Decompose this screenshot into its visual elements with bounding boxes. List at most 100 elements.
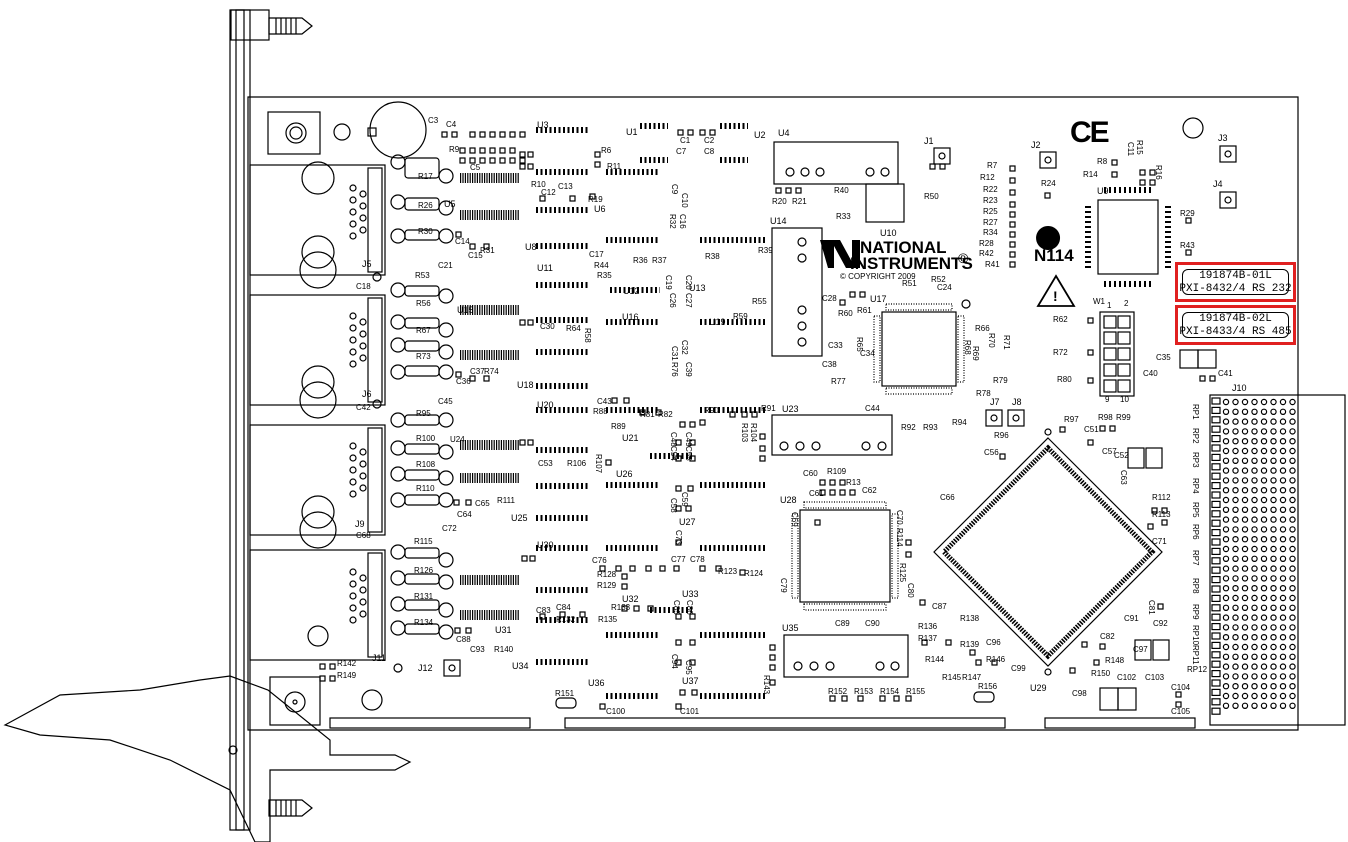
passive-pad [645,565,652,572]
label-rp1: RP1 [1191,404,1200,420]
j10-pin [1251,545,1258,553]
chip-u29 [933,428,1163,676]
passive-pad [829,489,836,496]
j10-pin [1260,692,1268,700]
label-u16: U16 [622,312,639,322]
passive-pad [519,157,526,164]
label-u18: U18 [517,380,534,390]
j10-pin [1232,614,1239,621]
label-c56: C56 [984,448,999,457]
passive-pad [621,573,628,580]
front-panel-inner [235,9,245,831]
passive-pad [621,583,628,590]
rp-pad [1211,585,1221,593]
label-r7: R7 [987,161,998,170]
j10-pin [1222,614,1230,621]
logo-registered: ® [958,250,969,266]
j10-pin [1260,545,1268,553]
passive-pad [675,613,682,620]
label-c41: C41 [1218,369,1233,378]
j10-pin [1260,624,1268,631]
label-c20: C20 [684,275,693,290]
rp-pad [1211,679,1221,687]
passive-pad [611,397,618,404]
label-r113: R113 [1152,510,1171,519]
label-u10: U10 [880,228,897,238]
callout-rs232-part: 191874B-01L [1199,270,1272,282]
rp-pad [1211,519,1221,527]
j10-pin [1232,643,1239,651]
passive-pad [1059,426,1066,433]
label-r67: R67 [416,326,431,335]
label-c94: C94 [670,654,679,669]
passive-pad [527,163,534,170]
j10-pin [1289,506,1296,513]
label-c88: C88 [456,635,471,644]
j10-pin [1270,594,1277,602]
j10-pin [1279,447,1287,455]
label-c28: C28 [822,294,837,303]
label-r69: R69 [971,346,980,361]
ejector-handle [3,675,412,842]
passive-pad [329,675,336,682]
j10-pin [1279,526,1287,533]
passive-pad [639,409,646,416]
passive-pad [699,565,706,572]
label-u29: U29 [1030,683,1047,693]
label-u9: U9 [1097,186,1109,196]
label-rp6: RP6 [1191,524,1200,540]
j10-pin [1270,575,1277,582]
passive-pad [1139,179,1146,186]
j10-pin [1279,555,1287,563]
passive-pad [479,147,486,154]
label-r148: R148 [1105,656,1125,665]
j10-pin [1251,702,1258,710]
j10-pin [1260,428,1268,435]
passive-pad [1185,217,1192,224]
label-c63: C63 [1119,470,1128,485]
j10-pin [1260,438,1268,445]
passive-pad [849,489,856,496]
j10-pin [1251,496,1258,504]
passive-pad [527,151,534,158]
rj-jack-j5 [249,161,386,276]
label-r33: R33 [836,212,851,221]
j10-pin [1251,398,1258,406]
label-c27: C27 [684,293,693,308]
j10-pin [1232,594,1239,602]
label-c34: C34 [860,349,875,358]
j10-pin [1222,506,1230,513]
j10-pin [1241,624,1249,631]
j10-pin [1232,692,1239,700]
j10-pin [1232,438,1239,445]
j10-pin [1289,496,1296,504]
j10-pin [1260,418,1268,425]
label-r107: R107 [594,454,603,474]
passive-pad [675,639,682,646]
rp-pad [1211,669,1221,678]
label-c84: C84 [556,603,571,612]
passive-pad [441,131,448,138]
passive-pad [919,599,926,606]
j10-pin [1232,428,1239,435]
rp-pad [1211,651,1221,659]
j10-pin [1232,555,1239,563]
j10-pin [1251,526,1258,533]
j10-pin [1289,398,1296,406]
j10-pin [1270,604,1277,612]
j10-pin [1232,457,1239,464]
passive-pad [679,421,686,428]
rp-pad [1211,622,1221,631]
passive-pad [1093,659,1100,666]
label-r125: R125 [898,563,907,583]
passive-pad [841,695,848,702]
passive-pad [459,157,466,164]
j10-pin [1232,398,1239,406]
label-u35: U35 [782,623,799,633]
j10-pin [1279,663,1287,670]
label-r21: R21 [792,197,807,206]
label-c40: C40 [1143,369,1158,378]
j10-pin [1241,438,1249,445]
label-r25: R25 [983,207,998,216]
j10-pin [1222,702,1230,710]
